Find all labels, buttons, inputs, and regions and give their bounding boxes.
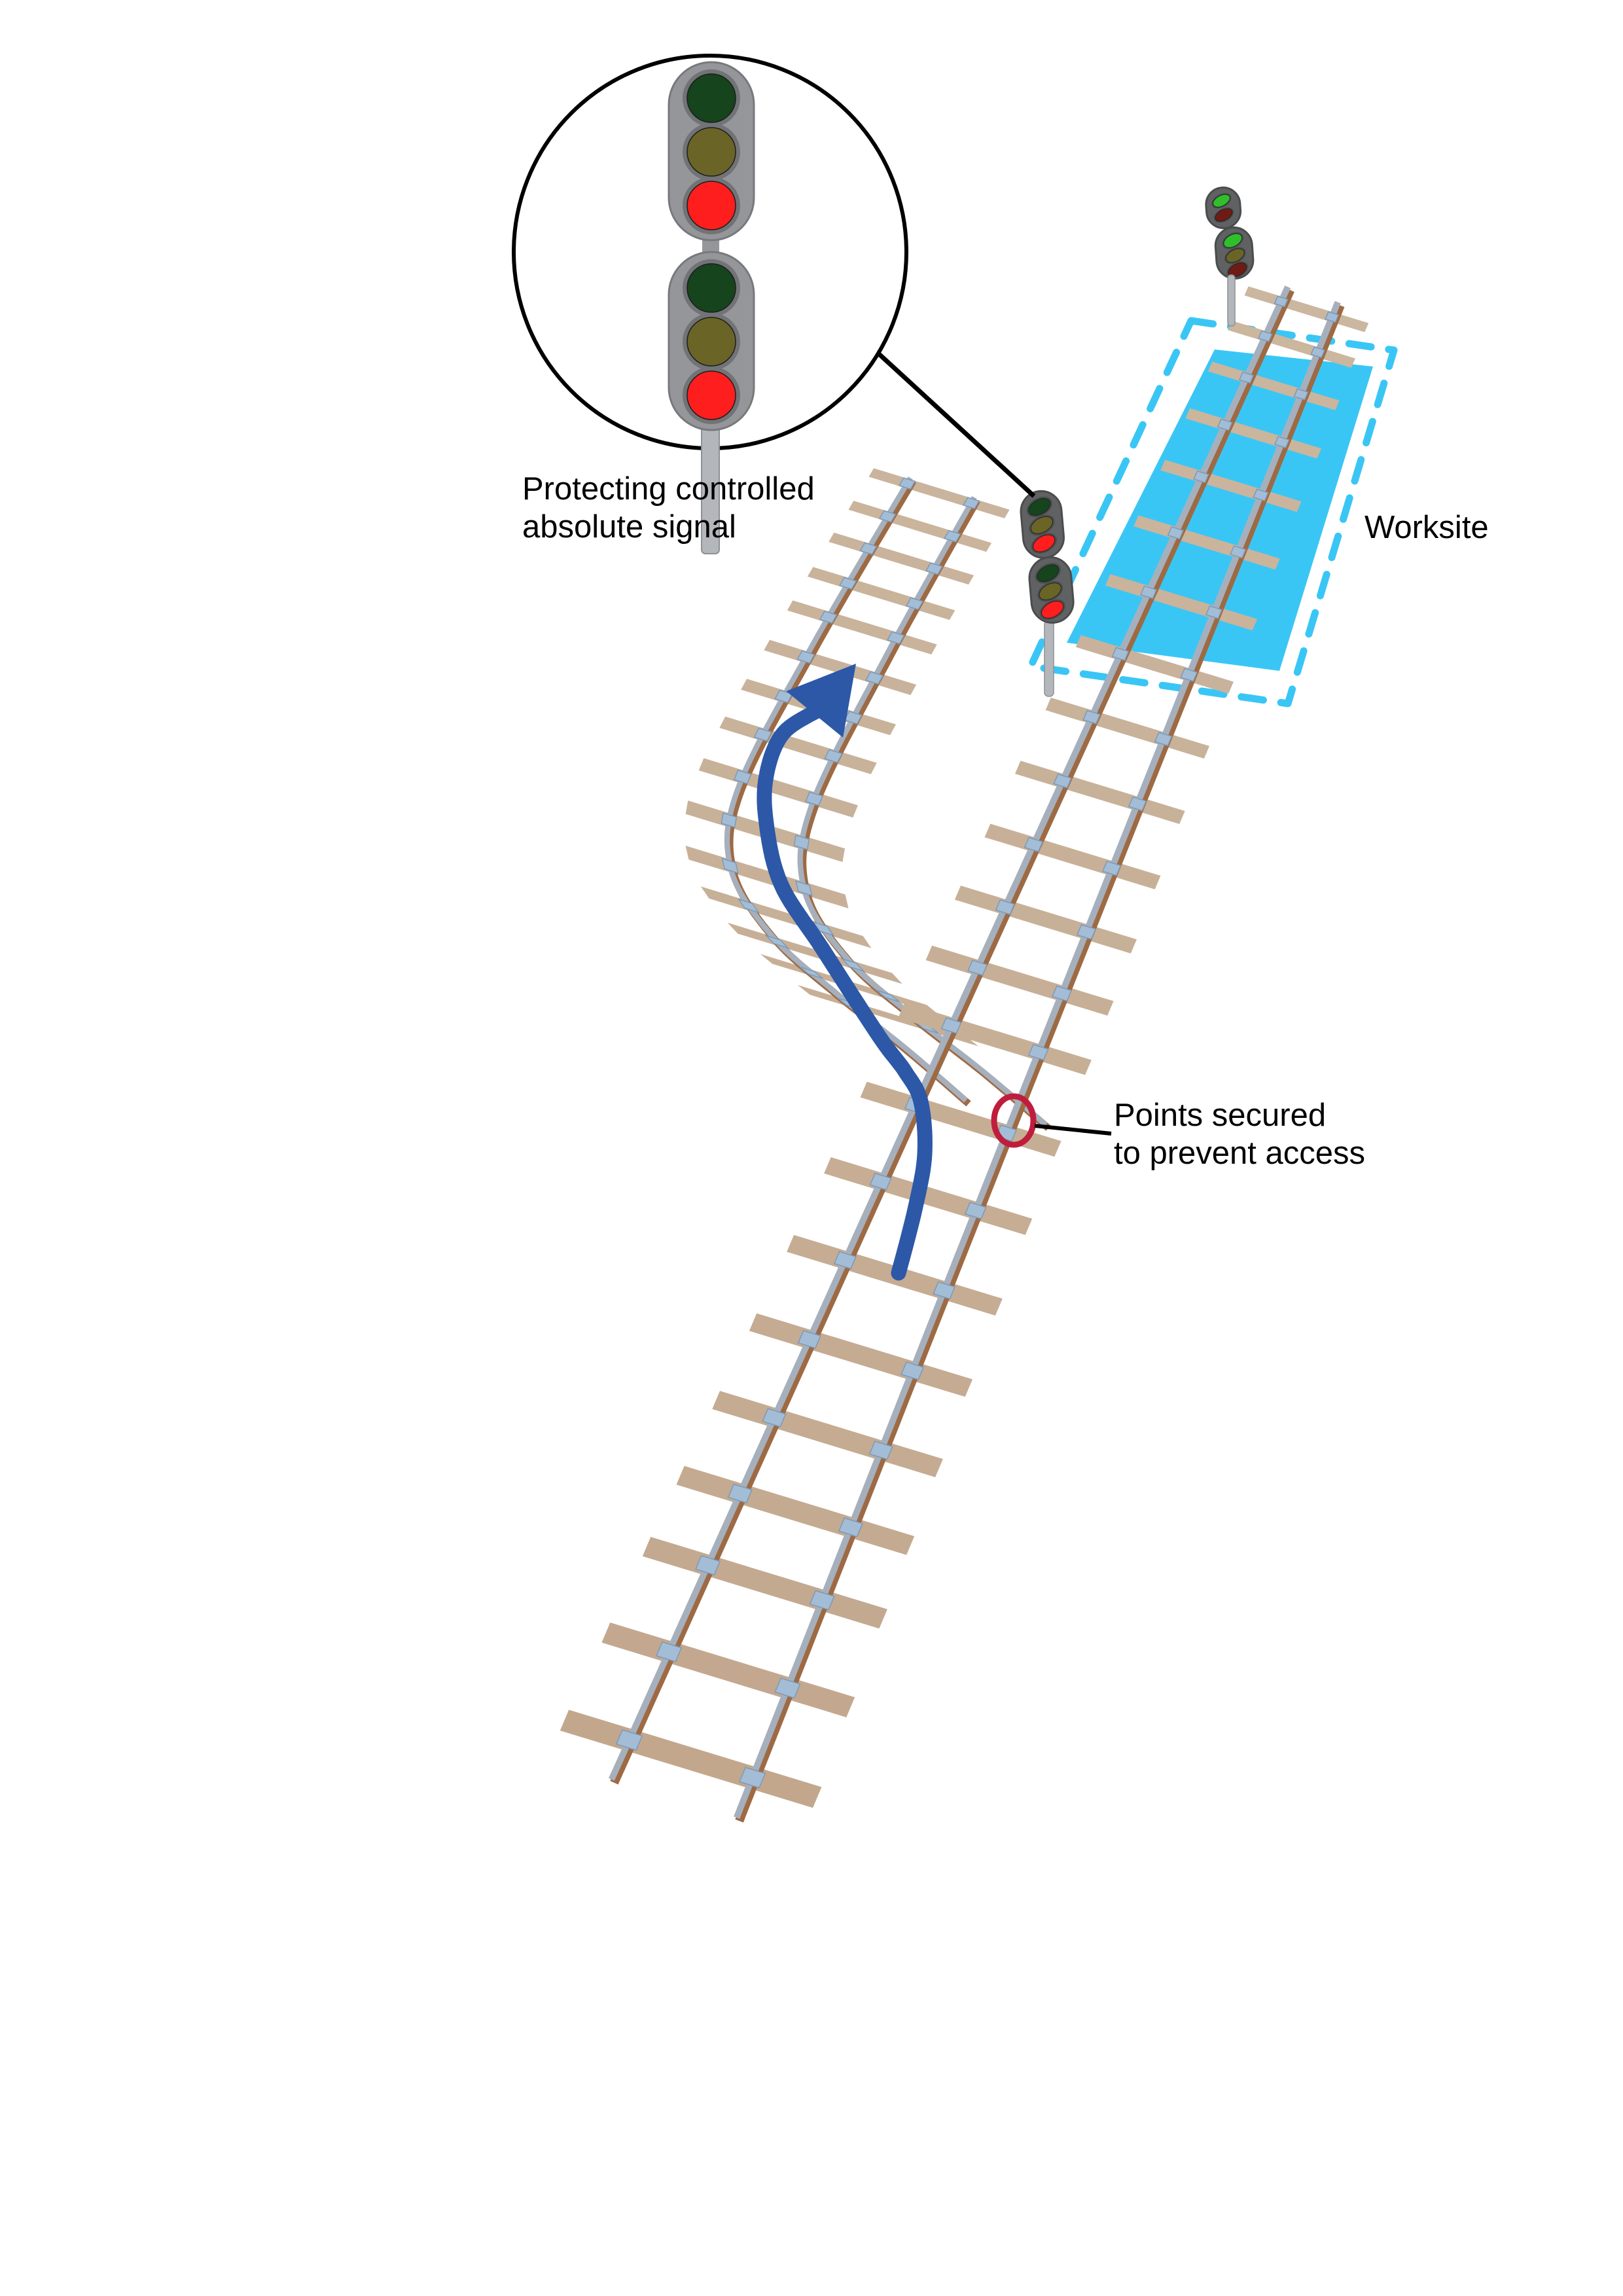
travel-direction-arrow-shaft [757, 702, 933, 1281]
magnified-lamp-red-on-icon [687, 181, 736, 230]
far-end-signal [1205, 187, 1255, 327]
points-secured-circle-icon [991, 1093, 1037, 1148]
protecting-signal-pole [1044, 620, 1054, 697]
magnified-lamp-yellow-off-icon [687, 317, 736, 367]
worksite-label: Worksite [1364, 510, 1489, 545]
magnified-lamp-red-on-icon [687, 370, 736, 420]
protecting-signal-head [1020, 490, 1075, 624]
magnifier-detail [512, 54, 908, 554]
signal-callout-line [875, 350, 1036, 498]
far-end-signal-head [1205, 187, 1255, 280]
points-secured-marker [991, 1093, 1037, 1148]
magnified-lamp-green-off-icon [687, 263, 736, 313]
protecting-caption-line1: Protecting controlled [522, 471, 815, 507]
magnified-signal-head [668, 61, 755, 431]
callout-lines [875, 350, 1112, 1136]
points-caption-line1: Points secured [1114, 1098, 1326, 1133]
branch-track [685, 468, 1051, 1131]
magnified-lamp-green-off-icon [687, 73, 736, 123]
points-caption-line2: to prevent access [1114, 1136, 1365, 1171]
protecting-caption-line2: absolute signal [522, 509, 736, 545]
points-callout-line [1034, 1124, 1112, 1136]
magnified-lamp-yellow-off-icon [687, 127, 736, 177]
travel-direction-arrowhead-icon [786, 664, 856, 738]
far-signal-pole [1227, 274, 1236, 327]
protecting-signal [1020, 490, 1075, 697]
direction-of-travel-arrow [757, 664, 933, 1281]
